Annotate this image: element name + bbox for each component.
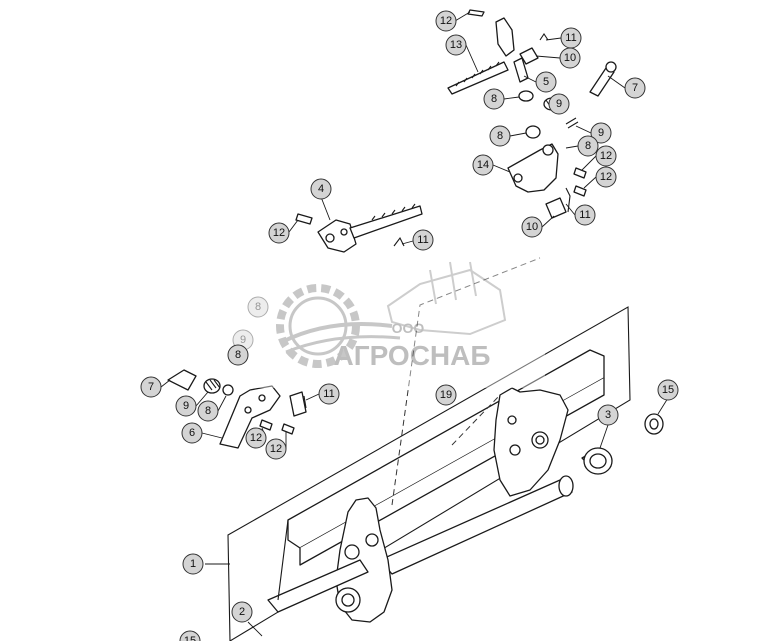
svg-text:7: 7 <box>148 381 154 393</box>
middle-lever-assembly <box>295 203 423 253</box>
callout-8: 8 <box>577 135 599 157</box>
callout-9: 9 <box>175 395 197 417</box>
quick-attach-frame <box>227 257 631 641</box>
svg-text:11: 11 <box>565 32 576 44</box>
callout-11: 11 <box>412 229 434 251</box>
callout-10: 10 <box>559 47 581 69</box>
callout-8: 8 <box>247 296 269 318</box>
callout-12: 12 <box>435 10 457 32</box>
callout-1: 1 <box>182 553 204 575</box>
svg-text:10: 10 <box>526 221 538 233</box>
callout-15: 15 <box>179 630 201 641</box>
svg-text:19: 19 <box>440 389 452 401</box>
svg-text:5: 5 <box>543 76 549 88</box>
callout-9: 9 <box>590 122 612 144</box>
svg-text:8: 8 <box>255 301 261 313</box>
callout-12: 12 <box>595 145 617 167</box>
svg-text:8: 8 <box>585 140 591 152</box>
callout-12: 12 <box>268 222 290 244</box>
callout-19: 19 <box>435 384 457 406</box>
svg-text:12: 12 <box>270 443 282 455</box>
callout-4: 4 <box>310 178 332 200</box>
callout-8: 8 <box>197 400 219 422</box>
callout-7: 7 <box>624 77 646 99</box>
svg-text:12: 12 <box>600 171 612 183</box>
washer-part <box>644 413 664 435</box>
svg-text:4: 4 <box>318 183 324 195</box>
callout-12: 12 <box>265 438 287 460</box>
svg-text:1: 1 <box>190 558 196 570</box>
callout-5: 5 <box>535 71 557 93</box>
callout-11: 11 <box>560 27 582 49</box>
svg-text:8: 8 <box>497 130 503 142</box>
svg-text:9: 9 <box>598 127 604 139</box>
svg-text:13: 13 <box>450 39 462 51</box>
callout-3: 3 <box>597 404 619 426</box>
watermark-line2: АГРОСНАБ <box>334 340 491 371</box>
svg-text:9: 9 <box>240 334 246 346</box>
svg-text:2: 2 <box>239 606 245 618</box>
svg-text:6: 6 <box>189 427 195 439</box>
svg-text:9: 9 <box>183 400 189 412</box>
svg-text:8: 8 <box>205 405 211 417</box>
svg-text:15: 15 <box>662 384 674 396</box>
svg-text:12: 12 <box>440 15 452 27</box>
callout-8: 8 <box>489 125 511 147</box>
callout-12: 12 <box>245 427 267 449</box>
left-lever-assembly <box>167 369 307 449</box>
callout-12: 12 <box>595 166 617 188</box>
svg-text:8: 8 <box>235 349 241 361</box>
leader-lines <box>160 11 669 637</box>
callout-14: 14 <box>472 154 494 176</box>
svg-text:12: 12 <box>600 150 612 162</box>
callout-6: 6 <box>181 422 203 444</box>
svg-text:12: 12 <box>273 227 285 239</box>
svg-text:11: 11 <box>579 209 590 221</box>
agrosnab-watermark-logo: ООО АГРОСНАБ <box>245 258 545 388</box>
callout-11: 11 <box>574 204 596 226</box>
watermark-line1: ООО <box>392 320 425 336</box>
callout-9: 9 <box>548 93 570 115</box>
callout-15: 15 <box>657 379 679 401</box>
callout-8: 8 <box>483 88 505 110</box>
svg-text:3: 3 <box>605 409 611 421</box>
callout-8: 8 <box>227 344 249 366</box>
svg-text:14: 14 <box>477 159 489 171</box>
svg-text:10: 10 <box>564 52 576 64</box>
svg-text:9: 9 <box>556 98 562 110</box>
callout-2: 2 <box>231 601 253 623</box>
svg-text:7: 7 <box>632 82 638 94</box>
callout-13: 13 <box>445 34 467 56</box>
upper-lever-assembly <box>447 9 617 219</box>
callout-7: 7 <box>140 376 162 398</box>
callout-10: 10 <box>521 216 543 238</box>
svg-text:15: 15 <box>184 635 196 641</box>
svg-text:12: 12 <box>250 432 262 444</box>
callout-11: 11 <box>318 383 340 405</box>
svg-text:11: 11 <box>323 388 334 400</box>
svg-text:11: 11 <box>417 234 428 246</box>
bushing-part <box>581 447 613 475</box>
svg-text:8: 8 <box>491 93 497 105</box>
